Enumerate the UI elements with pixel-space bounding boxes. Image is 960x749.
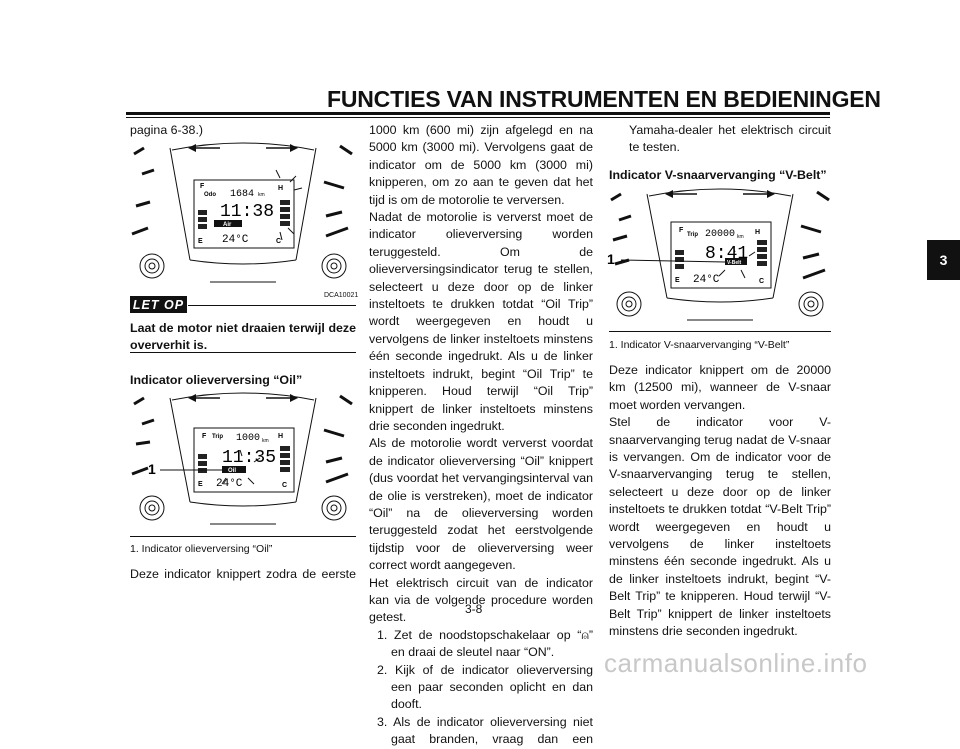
vbelt-para-1: Deze indicator knippert om de 20000 km (…: [609, 363, 831, 412]
indicator-badge-bg: [214, 220, 242, 227]
dash-outline: [169, 142, 317, 265]
figure-caption-oil: 1. Indicator olieverversing “Oil”: [130, 543, 273, 555]
dashboard-figure-3: F Trip 20000 km H 8:41 V-Belt E 24°C C 1: [607, 188, 830, 321]
lcd-panel: [193, 179, 295, 249]
trip-unit: km: [737, 234, 744, 240]
caption-rule: [130, 536, 356, 537]
caution-label: LET OP: [130, 296, 187, 313]
step-3: 3. Als de indicator olieverversing niet …: [377, 714, 593, 747]
temp-H-label: H: [755, 229, 760, 236]
trip-label: Trip: [687, 232, 698, 238]
odo-value: 1684: [230, 189, 254, 200]
vbelt-para-2: Stel de indicator voor V-snaarvervanging…: [609, 415, 831, 639]
clock-value: 11:35: [222, 448, 276, 468]
heading-oil-wrap: Indicator olieverversing “Oil”: [130, 372, 356, 389]
arrow-icons: [188, 144, 298, 152]
knob-left-icon: [139, 253, 165, 279]
temp-C-label: C: [759, 278, 764, 285]
chapter-tab[interactable]: 3: [927, 240, 960, 280]
clock-value: 11:38: [220, 202, 274, 222]
caution-rule: [188, 305, 356, 306]
bottom-text-wrap: Deze indicator knippert zodra de eerste: [130, 566, 356, 583]
knob-right-icon: [321, 253, 347, 279]
step-2: 2. Kijk of de indicator olieverversing e…: [377, 662, 593, 712]
dashboard-figure-1: F Odo 1684 km H 11:38 Air E 24°C C: [131, 142, 353, 283]
dashboard-figure-2: F Trip 1000 km H 11:35 Oil E 24°C C 1: [131, 392, 353, 525]
continued-text: Yamaha-dealer het elektrisch circuit te …: [629, 123, 831, 155]
trip-label: Trip: [212, 434, 223, 440]
callout-number: 1: [148, 461, 156, 477]
step-1: 1. Zet de noodstopschakelaar op “⍝” en d…: [377, 627, 593, 660]
ambient-temp: 24°C: [693, 274, 720, 286]
fuel-E-label: E: [198, 481, 203, 488]
odo-label: Odo: [204, 192, 216, 198]
header-rule-thin: [126, 117, 830, 118]
odo-unit: km: [258, 192, 265, 198]
fuel-E-label: E: [675, 277, 680, 284]
column-middle: 1000 km (600 mi) zijn afgelegd en na 500…: [369, 122, 593, 749]
para-2: Nadat de motorolie is ververst moet de i…: [369, 210, 593, 433]
bottom-text: Deze indicator knippert zodra de eerste: [130, 567, 356, 581]
trip-value: 1000: [236, 433, 260, 444]
temp-H-label: H: [278, 185, 283, 192]
ambient-temp: 24°C: [216, 478, 243, 490]
para-4: Het elektrisch circuit van de indicator …: [369, 575, 593, 625]
temp-H-label: H: [278, 433, 283, 440]
temp-C-label: C: [282, 482, 287, 489]
trip-value: 20000: [705, 229, 735, 240]
figure-caption-vbelt: 1. Indicator V-snaarvervanging “V-Belt”: [609, 339, 790, 351]
caution-text-wrap: Laat de motor niet draaien terwijl deze …: [130, 320, 356, 355]
fuel-E-label: E: [198, 238, 203, 245]
heading-oil: Indicator olieverversing “Oil”: [130, 373, 303, 387]
para-1: 1000 km (600 mi) zijn afgelegd en na 500…: [369, 123, 593, 207]
column-left: pagina 6-38.): [130, 122, 356, 139]
caption-rule: [609, 331, 831, 332]
caution-rule-bottom: [130, 352, 356, 353]
page-number: 3-8: [465, 602, 483, 616]
dash-marks: [131, 144, 353, 238]
trip-unit: km: [262, 438, 269, 444]
callout-number: 1: [607, 251, 615, 267]
indicator-badge: Air: [223, 222, 232, 228]
fuel-bars: [198, 200, 290, 229]
vbelt-indicator: V-Belt: [727, 260, 742, 266]
caution-text: Laat de motor niet draaien terwijl deze …: [130, 321, 356, 353]
watermark[interactable]: carmanualsonline.info: [604, 648, 868, 678]
figure-code: DCA10021: [324, 292, 359, 299]
fuel-F-label: F: [200, 183, 205, 190]
temp-C-label: C: [276, 238, 281, 245]
fuel-F-label: F: [202, 433, 207, 440]
column-right-body: Deze indicator knippert om de 20000 km (…: [609, 362, 831, 641]
oil-indicator: Oil: [228, 468, 236, 474]
header-rule: [126, 112, 830, 115]
warning-flash-icon: [275, 169, 303, 241]
ambient-temp: 24°C: [222, 234, 249, 246]
fuel-F-label: F: [679, 227, 684, 234]
page-title: FUNCTIES VAN INSTRUMENTEN EN BEDIENINGEN: [327, 86, 881, 112]
intro-text: pagina 6-38.): [130, 123, 204, 137]
heading-vbelt: Indicator V-snaarvervanging “V-Belt”: [609, 167, 827, 182]
para-3: Als de motorolie wordt ververst voordat …: [369, 436, 593, 573]
column-right: Yamaha-dealer het elektrisch circuit te …: [609, 122, 831, 184]
